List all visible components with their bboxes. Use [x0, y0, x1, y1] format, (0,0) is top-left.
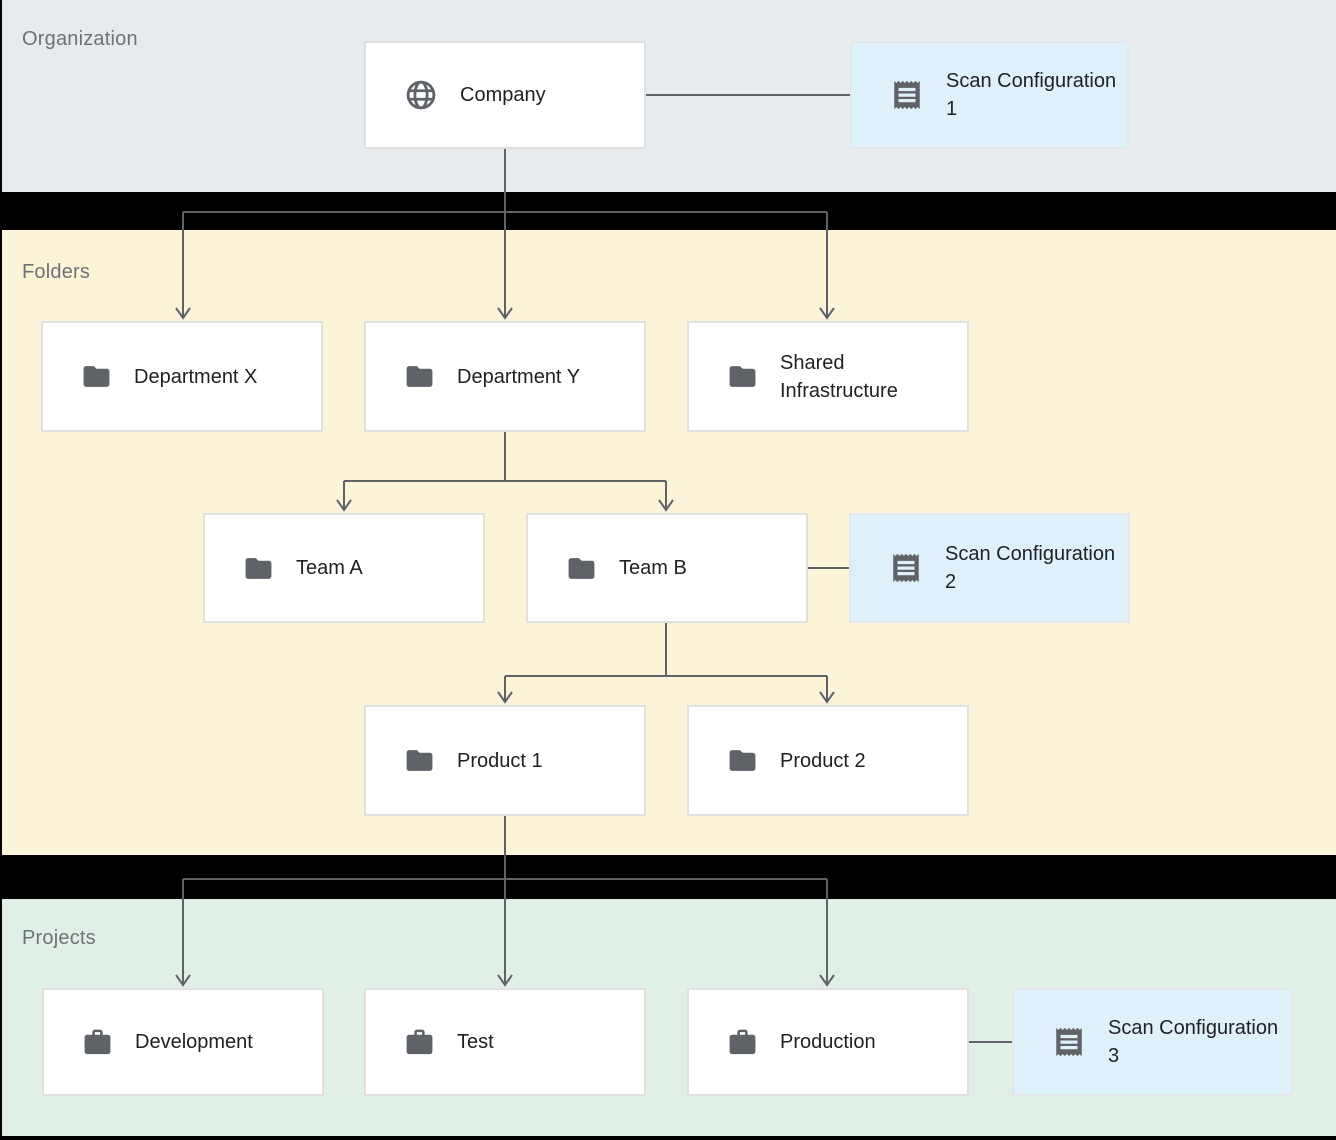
node-label: Product 2 — [780, 749, 866, 772]
node-company: Company — [364, 41, 646, 149]
node-label: Department X — [134, 365, 258, 388]
projects-section-label: Projects — [22, 927, 96, 949]
node-department-x: Department X — [41, 321, 323, 432]
node-label: Development — [135, 1031, 253, 1053]
briefcase-icon — [727, 1027, 758, 1058]
node-label: Team A — [296, 557, 363, 579]
node-team-a: Team A — [203, 513, 485, 623]
organization-section-label: Organization — [22, 28, 138, 50]
folder-icon — [727, 361, 758, 392]
node-shared-infrastructure: Shared Infrastructure — [687, 321, 969, 432]
node-scan-configuration-2: Scan Configuration 2 — [849, 513, 1130, 623]
node-label: Scan Configuration 3 — [1108, 1017, 1279, 1067]
node-label: Test — [457, 1031, 494, 1053]
folder-icon — [727, 745, 758, 776]
node-team-b: Team B — [526, 513, 808, 623]
node-label: Shared Infrastructure — [780, 351, 898, 402]
node-label: Scan Configuration 1 — [946, 70, 1117, 120]
node-label: Scan Configuration 2 — [945, 543, 1116, 593]
node-label: Company — [460, 84, 546, 106]
node-label: Department Y — [457, 365, 581, 388]
node-scan-configuration-3: Scan Configuration 3 — [1012, 988, 1293, 1096]
folder-icon — [243, 553, 274, 584]
node-development: Development — [42, 988, 324, 1096]
receipt-icon — [1052, 1025, 1086, 1059]
node-production: Production — [687, 988, 969, 1096]
organization-band — [2, 0, 1336, 192]
node-scan-configuration-1: Scan Configuration 1 — [850, 41, 1129, 149]
folder-icon — [404, 745, 435, 776]
node-label: Team B — [619, 557, 687, 579]
node-test: Test — [364, 988, 646, 1096]
node-product-1: Product 1 — [364, 705, 646, 816]
folder-icon — [404, 361, 435, 392]
node-label: Product 1 — [457, 749, 543, 772]
globe-icon — [404, 78, 438, 112]
briefcase-icon — [404, 1027, 435, 1058]
folders-section-label: Folders — [22, 261, 91, 283]
briefcase-icon — [82, 1027, 113, 1058]
receipt-icon — [890, 78, 924, 112]
folder-icon — [81, 361, 112, 392]
folder-icon — [566, 553, 597, 584]
node-product-2: Product 2 — [687, 705, 969, 816]
node-label: Production — [780, 1031, 876, 1053]
receipt-icon — [889, 551, 923, 585]
node-department-y: Department Y — [364, 321, 646, 432]
